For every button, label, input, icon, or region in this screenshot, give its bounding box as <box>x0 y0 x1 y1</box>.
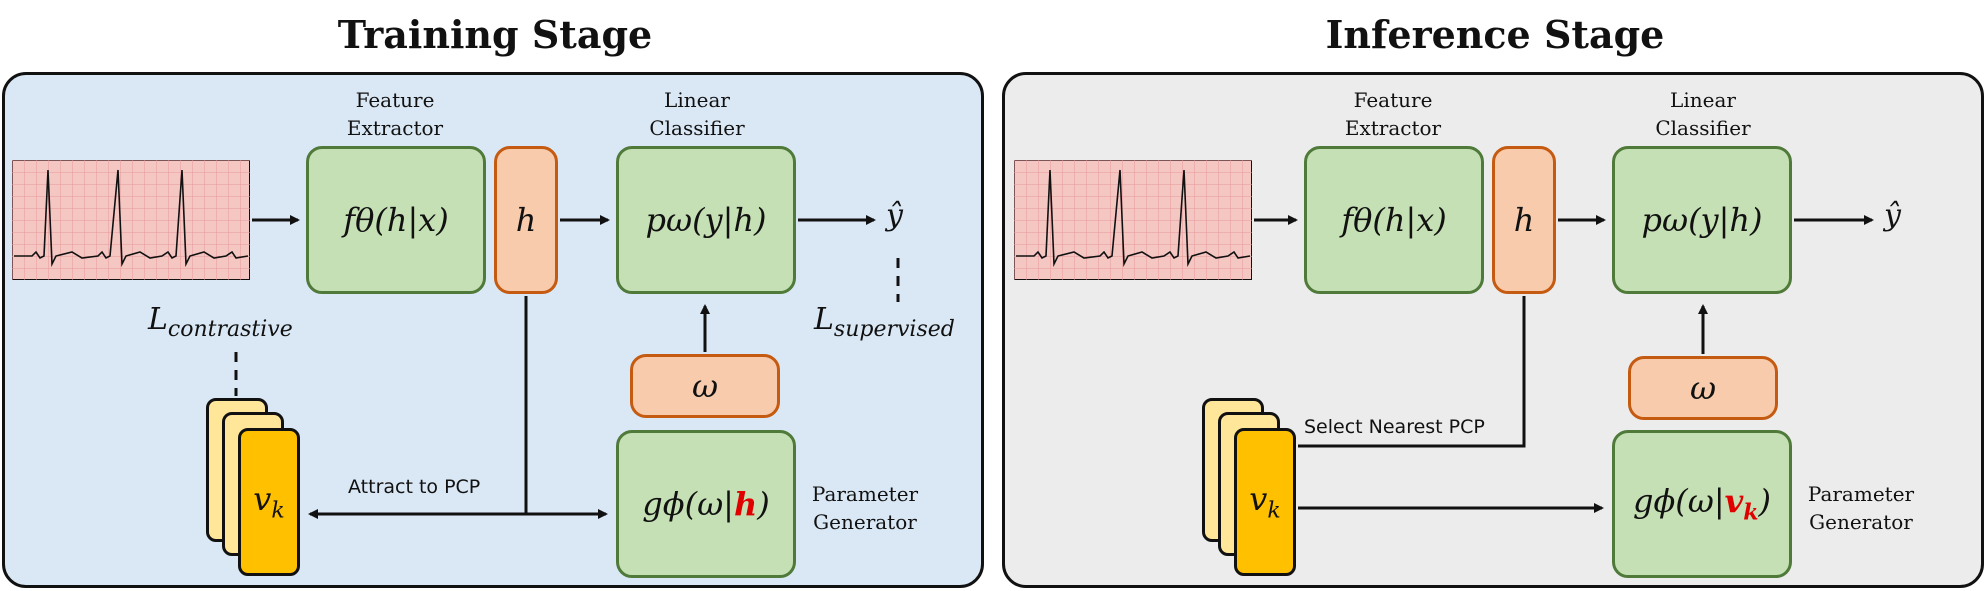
ecg-signal-image-training <box>12 160 250 280</box>
y-hat-training: ŷ <box>886 198 903 233</box>
training-panel <box>2 72 984 588</box>
y-hat-inference: ŷ <box>1884 198 1901 233</box>
attract-to-pcp-label: Attract to PCP <box>348 476 481 498</box>
inference-stage-title: Inference Stage <box>1325 12 1665 57</box>
parameter-generator-box-training: gϕ(ω|h) <box>616 430 796 578</box>
training-stage-title: Training Stage <box>337 12 653 57</box>
linear-classifier-label-inference: Linear Classifier <box>1655 88 1751 140</box>
parameter-generator-label-inference: Parameter Generator <box>1807 482 1915 534</box>
prototype-vk-inference: vk <box>1234 428 1296 576</box>
line-h-to-select <box>1298 296 1526 448</box>
l-supervised: Lsupervised <box>814 302 955 342</box>
linear-classifier-box-inference: pω(y|h) <box>1612 146 1792 294</box>
linear-classifier-box-training: pω(y|h) <box>616 146 796 294</box>
feature-extractor-box-inference: fθ(h|x) <box>1304 146 1484 294</box>
h-box-training: h <box>494 146 558 294</box>
feature-extractor-label-inference: Feature Extractor <box>1344 88 1442 140</box>
linear-classifier-label-training: Linear Classifier <box>649 88 745 140</box>
omega-box-inference: ω <box>1628 356 1778 420</box>
prototype-vk-training: vk <box>238 428 300 576</box>
ecg-signal-image-inference <box>1014 160 1252 280</box>
l-contrastive: Lcontrastive <box>148 302 293 342</box>
feature-extractor-box-training: fθ(h|x) <box>306 146 486 294</box>
feature-extractor-label-training: Feature Extractor <box>346 88 444 140</box>
h-box-inference: h <box>1492 146 1556 294</box>
omega-box-training: ω <box>630 354 780 418</box>
parameter-generator-label-training: Parameter Generator <box>811 482 919 534</box>
select-nearest-pcp-label: Select Nearest PCP <box>1304 416 1485 438</box>
parameter-generator-box-inference: gϕ(ω|vk) <box>1612 430 1792 578</box>
